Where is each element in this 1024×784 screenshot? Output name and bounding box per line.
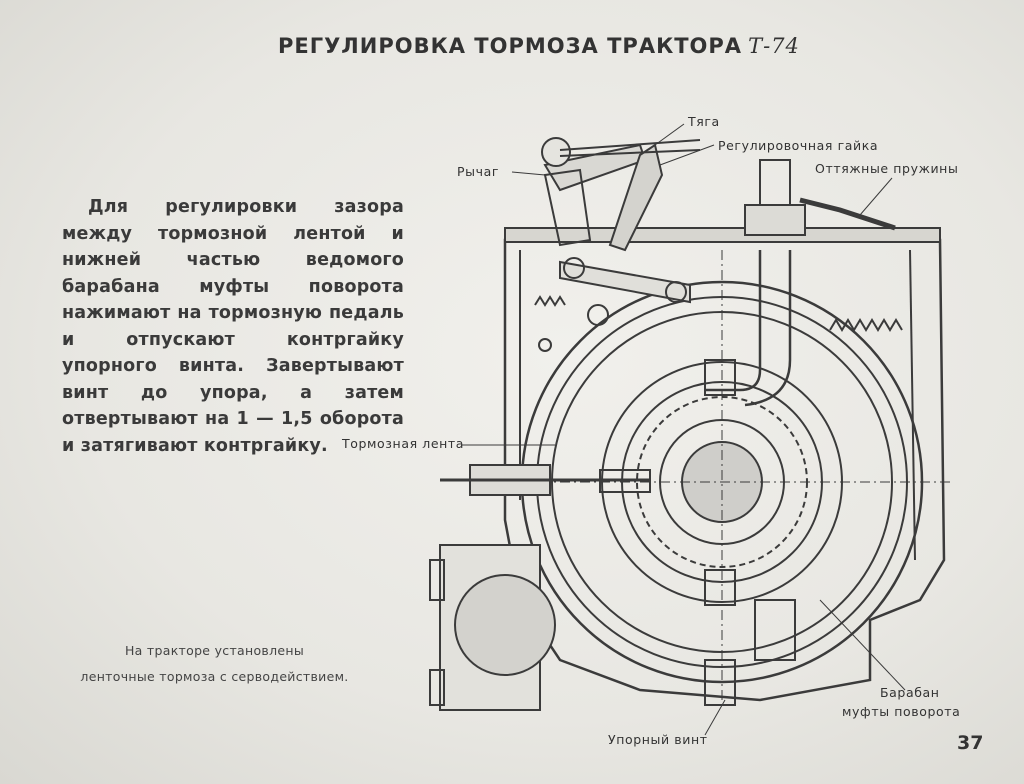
label-vint: Упорный винт (608, 732, 708, 747)
footnote-line-1: На тракторе установлены (124, 643, 304, 658)
label-baraban-1: Барабан (880, 685, 940, 700)
page-number: 37 (957, 732, 984, 754)
footnote-line-2: ленточные тормоза с серводействием. (80, 669, 349, 684)
label-pruzhiny: Оттяжные пружины (815, 161, 959, 176)
label-rychag: Рычаг (457, 164, 500, 179)
label-reg-gaika: Регулировочная гайка (718, 138, 879, 153)
footnote: На тракторе установлены ленточные тормоз… (42, 638, 387, 690)
title-model: Т-74 (748, 34, 800, 58)
label-tyaga: Тяга (688, 114, 720, 129)
title-text: РЕГУЛИРОВКА ТОРМОЗА ТРАКТОРА (278, 34, 743, 58)
body-paragraph: Для регулировки зазора между тормозной л… (62, 197, 404, 456)
label-baraban-2: муфты поворота (842, 704, 961, 719)
label-lenta: Тормозная лента (342, 436, 465, 451)
